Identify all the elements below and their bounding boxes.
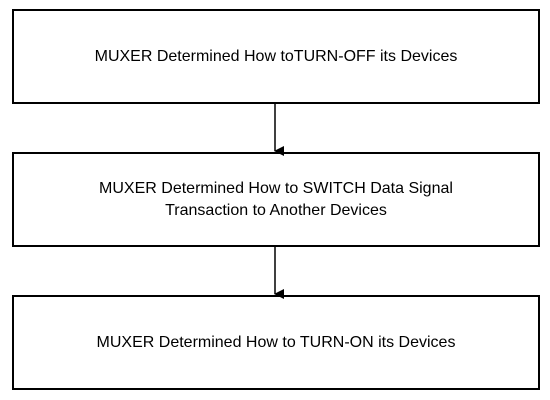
flow-step-turn-off-label: MUXER Determined How toTURN-OFF its Devi… (94, 47, 458, 65)
flow-step-switch-label: MUXER Determined How to SWITCH Data Sign… (99, 179, 453, 219)
flow-step-turn-on-label: MUXER Determined How to TURN-ON its Devi… (96, 333, 456, 351)
flow-step-turn-off: MUXER Determined How toTURN-OFF its Devi… (12, 9, 540, 104)
flow-step-switch: MUXER Determined How to SWITCH Data Sign… (12, 152, 540, 247)
flow-step-turn-on: MUXER Determined How to TURN-ON its Devi… (12, 295, 540, 390)
